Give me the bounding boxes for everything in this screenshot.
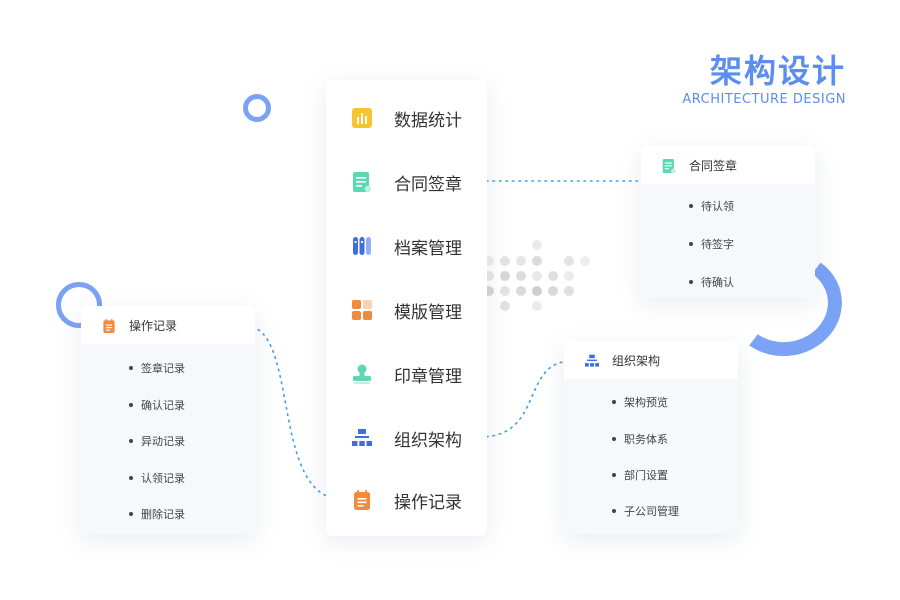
menu-item-label: 印章管理 [394, 367, 462, 387]
menu-item-contract-sign[interactable]: 合同签章 [326, 162, 487, 202]
org-chart-icon [352, 429, 372, 446]
decorative-ring [56, 282, 102, 328]
operation-log-card: 操作记录 签章记录 确认记录 异动记录 认领记录 删除记录 [81, 306, 255, 534]
card-title: 组织架构 [612, 354, 661, 368]
list-item[interactable]: 删除记录 [129, 508, 185, 521]
menu-item-templates[interactable]: 模版管理 [326, 290, 487, 330]
card-header[interactable]: 组织架构 [564, 341, 738, 379]
list-item[interactable]: 架构预览 [612, 396, 668, 409]
page-title: 架构设计 [709, 52, 846, 90]
list-item[interactable]: 认领记录 [129, 472, 185, 485]
org-chart-icon [585, 354, 599, 367]
page-subtitle: ARCHITECTURE DESIGN [682, 92, 846, 107]
document-icon [662, 159, 676, 173]
menu-item-data-stats[interactable]: 数据统计 [326, 98, 487, 138]
menu-item-archives[interactable]: 档案管理 [326, 226, 487, 266]
org-structure-card: 组织架构 架构预览 职务体系 部门设置 子公司管理 [564, 341, 738, 534]
list-item[interactable]: 签章记录 [129, 362, 185, 375]
contract-sign-card: 合同签章 待认领 待签字 待确认 [641, 146, 815, 298]
clipboard-icon [103, 319, 115, 333]
menu-item-label: 档案管理 [394, 239, 462, 259]
card-title: 操作记录 [129, 319, 178, 333]
list-item[interactable]: 部门设置 [612, 469, 668, 482]
list-item[interactable]: 待签字 [689, 238, 734, 251]
list-item[interactable]: 待确认 [689, 276, 734, 289]
list-item[interactable]: 子公司管理 [612, 505, 679, 518]
menu-item-label: 组织架构 [394, 431, 462, 451]
decorative-ring [243, 94, 271, 122]
menu-item-org-structure[interactable]: 组织架构 [326, 418, 487, 458]
list-item[interactable]: 异动记录 [129, 435, 185, 448]
document-icon [353, 172, 372, 192]
menu-item-operation-log[interactable]: 操作记录 [326, 480, 487, 520]
card-title: 合同签章 [689, 159, 738, 173]
list-item[interactable]: 确认记录 [129, 399, 185, 412]
clipboard-icon [354, 490, 370, 510]
list-item[interactable]: 待认领 [689, 200, 734, 213]
template-grid-icon [352, 300, 372, 320]
card-header[interactable]: 合同签章 [641, 146, 815, 184]
menu-item-label: 数据统计 [394, 111, 462, 131]
stamp-icon [353, 364, 371, 384]
list-item[interactable]: 职务体系 [612, 433, 668, 446]
menu-item-label: 模版管理 [394, 303, 462, 323]
card-header[interactable]: 操作记录 [81, 306, 255, 344]
menu-item-label: 合同签章 [394, 175, 462, 195]
binders-icon [353, 237, 371, 255]
menu-item-seals[interactable]: 印章管理 [326, 354, 487, 394]
menu-item-label: 操作记录 [394, 493, 462, 513]
bar-chart-icon [352, 108, 372, 128]
main-menu-card: 数据统计 合同签章 档案管理 模版管理 [326, 80, 487, 536]
